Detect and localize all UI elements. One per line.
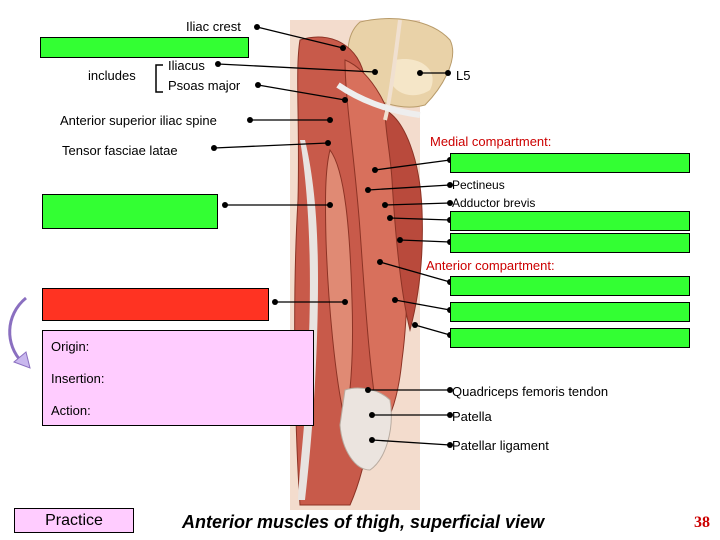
- label-action: Action:: [51, 403, 91, 418]
- label-iliacus: Iliacus: [168, 58, 205, 73]
- label-iliac-crest: Iliac crest: [186, 19, 241, 34]
- answer-box-anterior-1[interactable]: [450, 276, 690, 296]
- label-origin: Origin:: [51, 339, 90, 354]
- answer-box-1[interactable]: [40, 37, 249, 58]
- figure-caption: Anterior muscles of thigh, superficial v…: [182, 512, 545, 532]
- leader-lines: [213, 26, 451, 446]
- label-anterior-compartment: Anterior compartment:: [426, 258, 555, 273]
- label-l5: L5: [456, 68, 471, 83]
- page-number: 38: [694, 514, 710, 531]
- label-patella: Patella: [452, 409, 492, 424]
- label-pectineus: Pectineus: [452, 178, 505, 192]
- inguinal-ligament: [336, 82, 421, 118]
- answer-box-medial-3[interactable]: [450, 233, 690, 253]
- ligament-strand: [383, 19, 402, 121]
- label-psoas-major: Psoas major: [168, 78, 241, 93]
- answer-box-anterior-2[interactable]: [450, 302, 690, 322]
- answer-box-anterior-3[interactable]: [450, 328, 690, 348]
- label-quadriceps-tendon: Quadriceps femoris tendon: [452, 384, 609, 399]
- label-patellar-ligament: Patellar ligament: [452, 438, 549, 453]
- includes-bracket: [155, 64, 163, 93]
- curved-arrow-shaft: [8, 296, 27, 364]
- answer-box-medial-1[interactable]: [450, 153, 690, 173]
- leader-dots: [211, 24, 453, 448]
- label-includes: includes: [88, 68, 136, 83]
- label-medial-compartment: Medial compartment:: [430, 134, 552, 149]
- label-adductor-brevis: Adductor brevis: [452, 196, 536, 210]
- practice-button[interactable]: Practice: [14, 508, 134, 533]
- label-tensor-fasciae-latae: Tensor fasciae latae: [62, 143, 178, 158]
- info-box: Origin: Insertion: Action:: [42, 330, 314, 426]
- sacrum-shape: [390, 59, 433, 96]
- answer-box-medial-2[interactable]: [450, 211, 690, 231]
- label-asis: Anterior superior iliac spine: [60, 113, 217, 128]
- label-insertion: Insertion:: [51, 371, 105, 386]
- answer-box-red[interactable]: [42, 288, 269, 321]
- answer-box-left[interactable]: [42, 194, 218, 229]
- curved-arrow-head: [13, 351, 31, 369]
